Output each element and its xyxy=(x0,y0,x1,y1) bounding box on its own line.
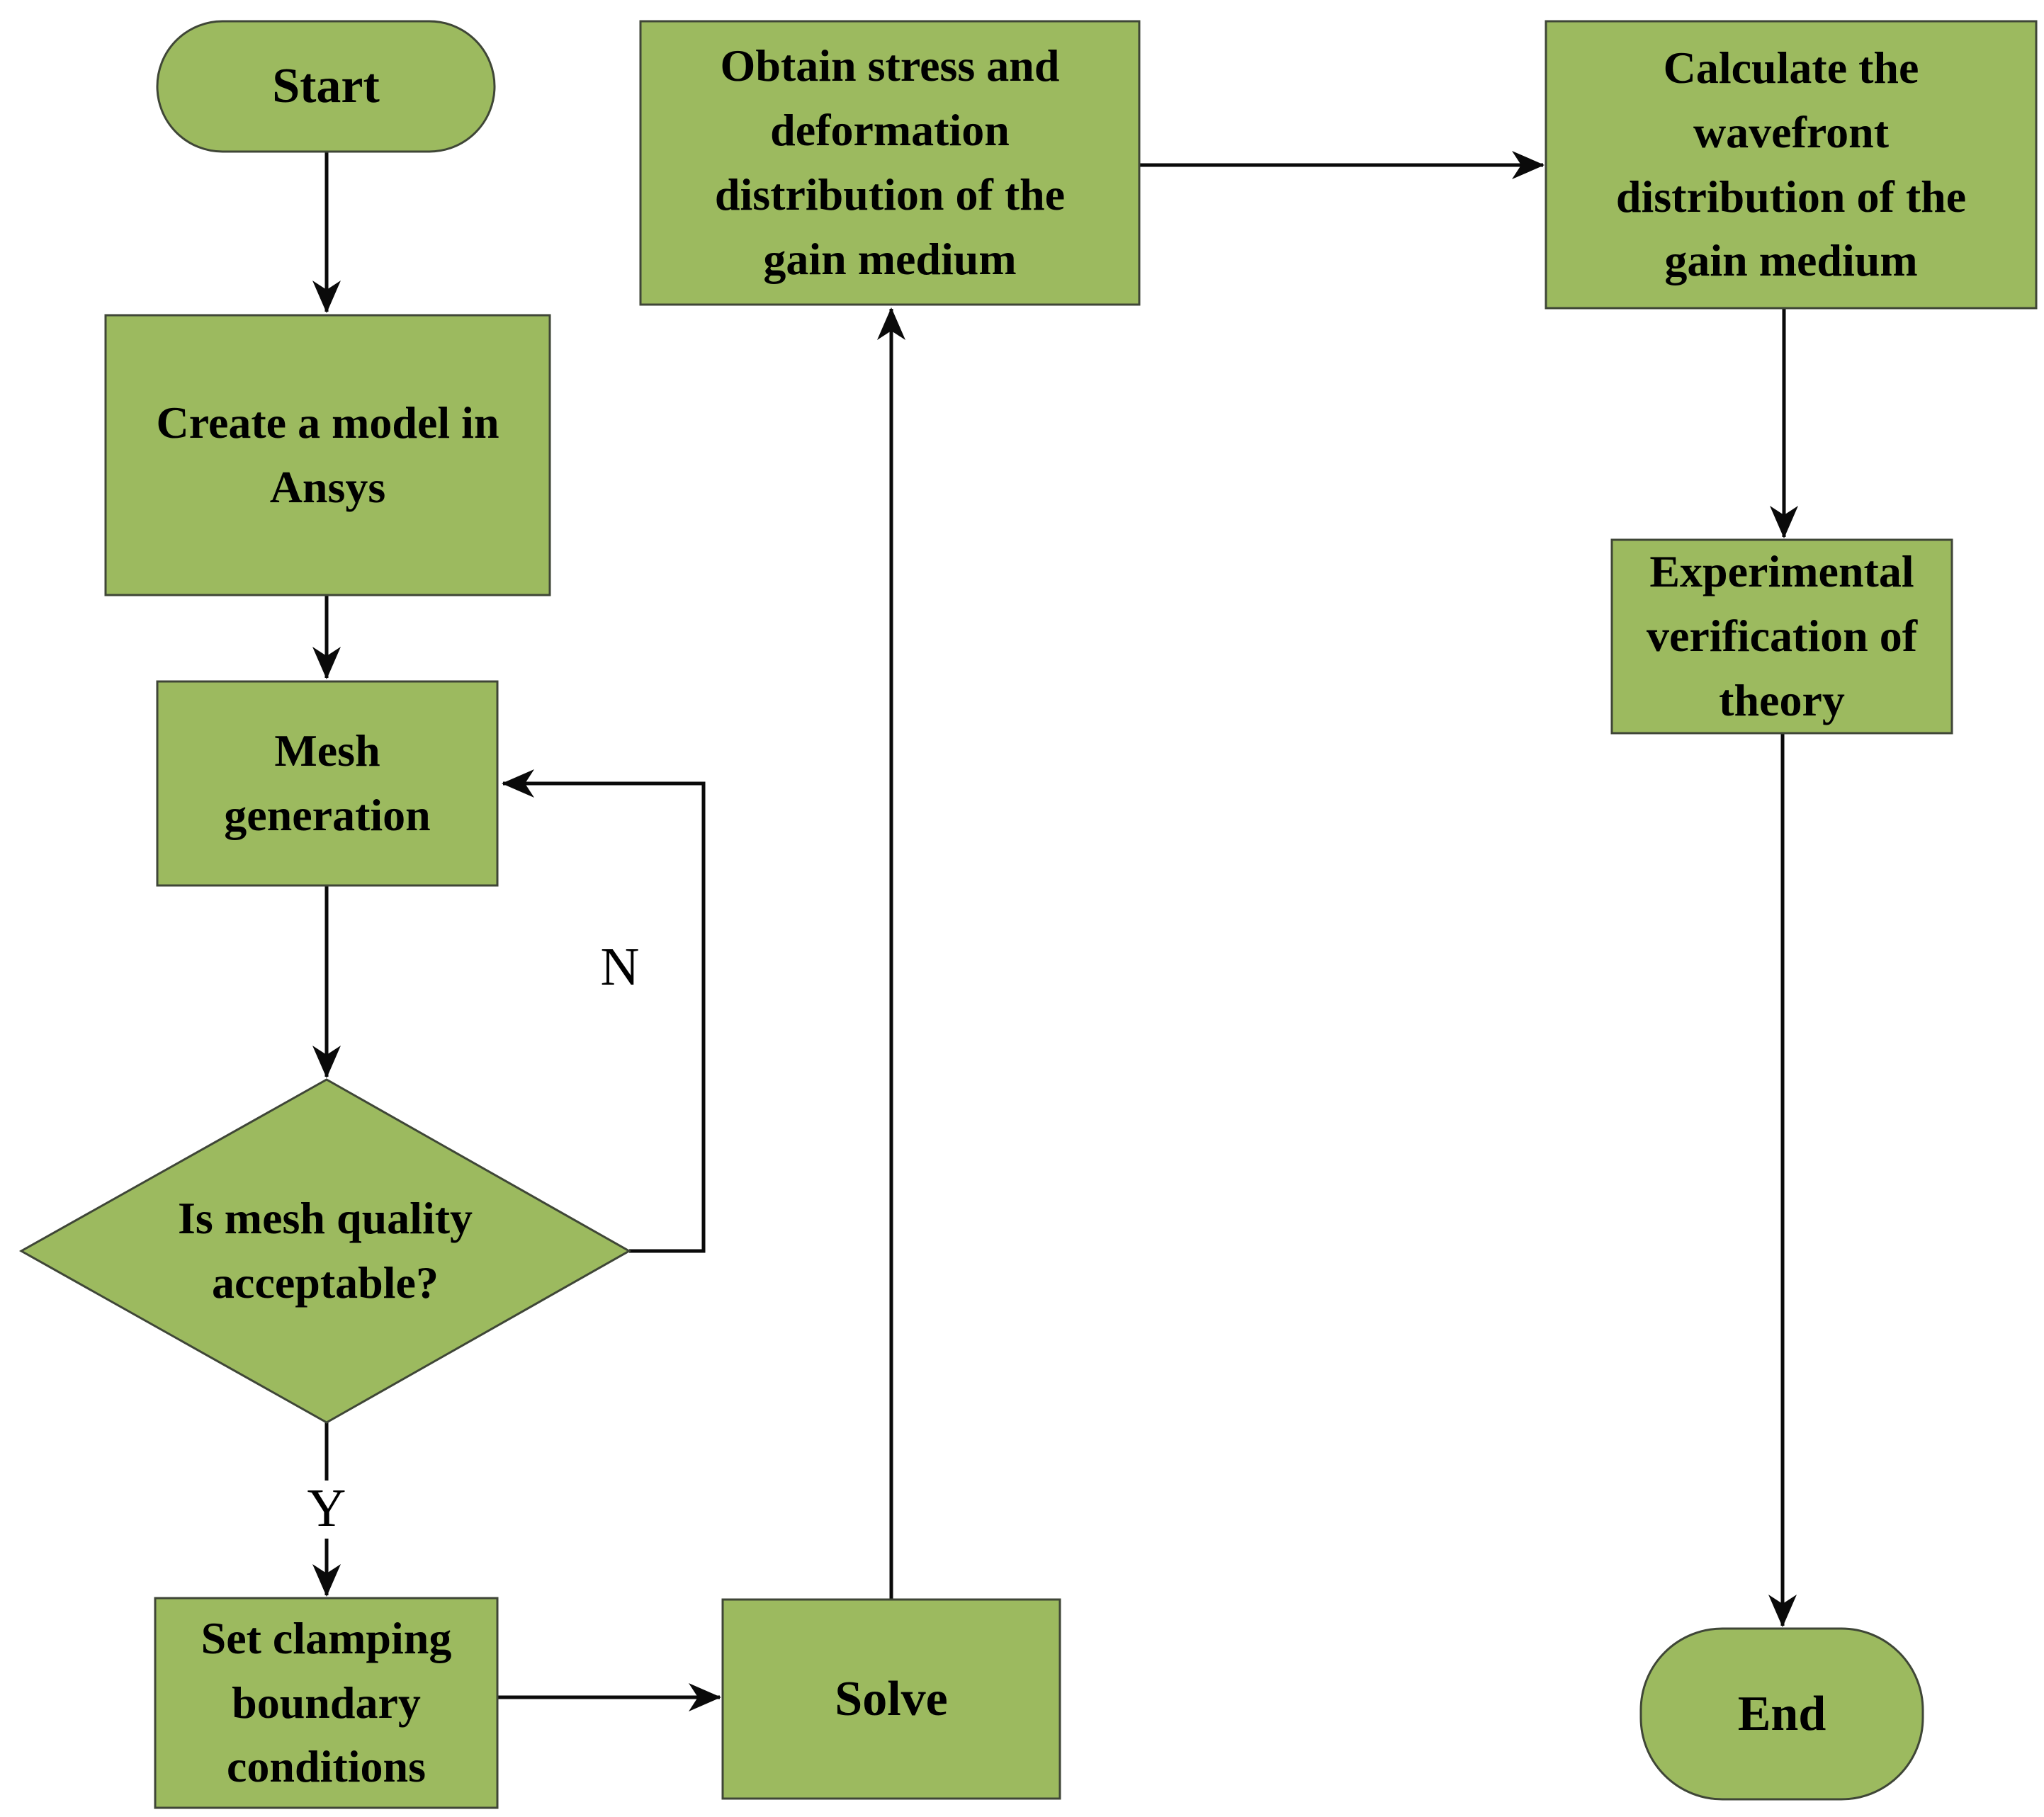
experimental-verification-node-shape xyxy=(1610,538,1953,735)
create-model-node-shape xyxy=(104,314,551,596)
solve-node-shape xyxy=(721,1598,1061,1800)
set-clamping-node-shape xyxy=(154,1597,499,1809)
arrow-decision-no-loop xyxy=(502,769,706,1253)
start-node-shape xyxy=(156,20,496,153)
end-node-shape xyxy=(1639,1627,1924,1801)
calculate-wavefront-node-shape xyxy=(1545,20,2038,310)
mesh-generation-node-shape xyxy=(156,680,499,887)
edge-label-yes: Y xyxy=(307,1478,346,1538)
edge-label-no: N xyxy=(600,937,640,997)
mesh-quality-decision-shape xyxy=(18,1078,632,1424)
obtain-stress-node-shape xyxy=(639,20,1141,306)
